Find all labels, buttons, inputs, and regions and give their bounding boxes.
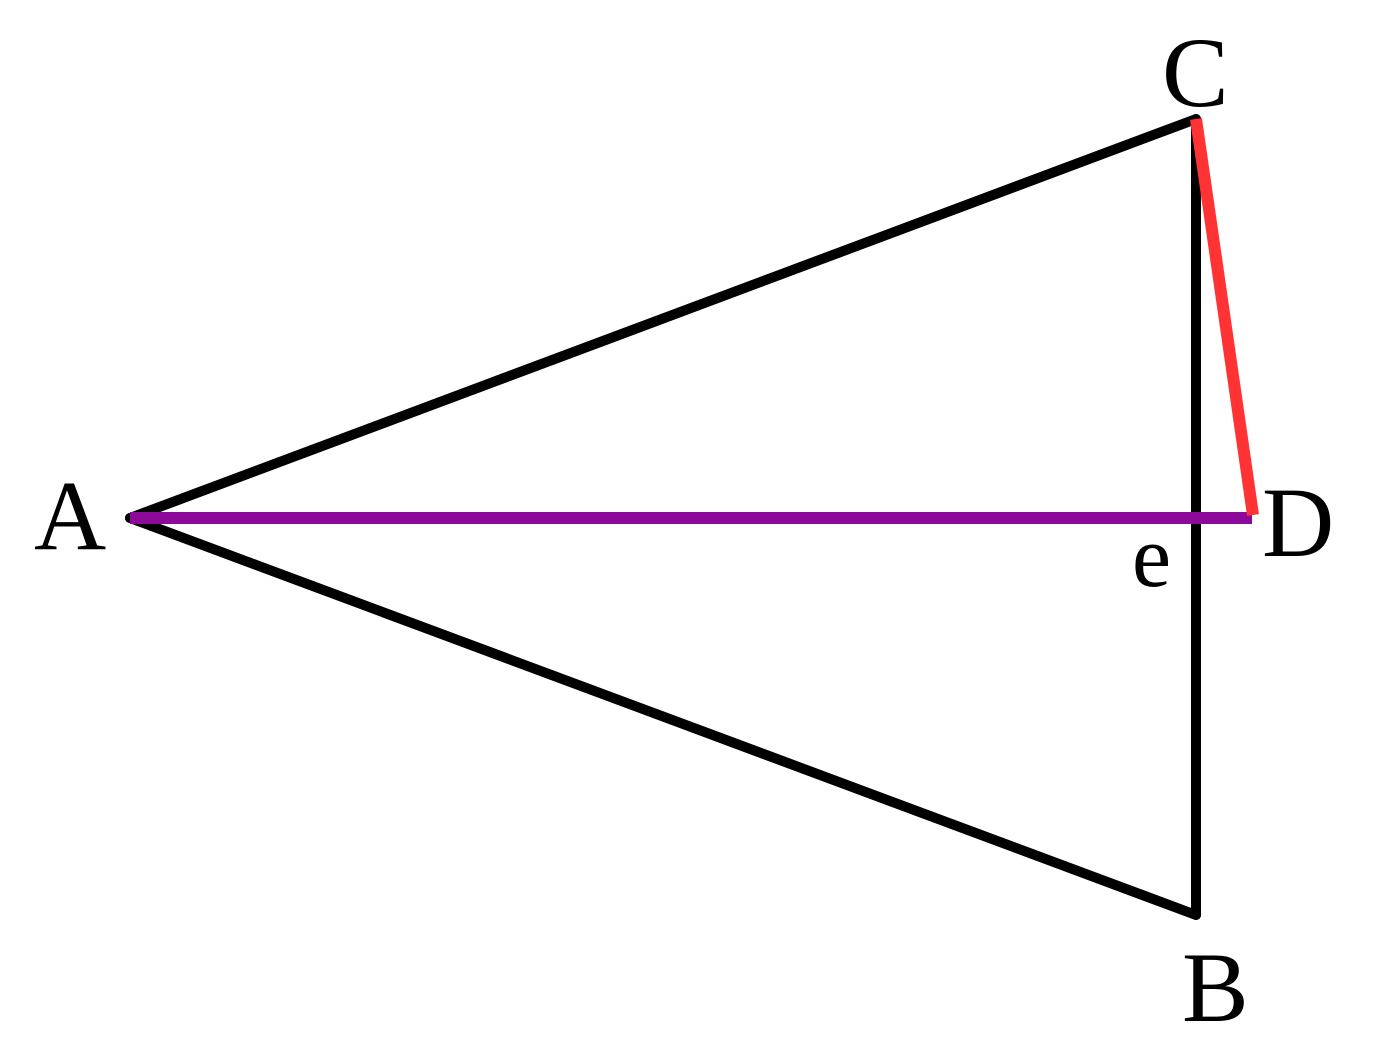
segment-cd <box>1190 118 1259 516</box>
label-c: C <box>1162 17 1229 128</box>
label-e: e <box>1132 509 1171 606</box>
label-b: B <box>1182 932 1249 1043</box>
segment-ab <box>125 513 1201 920</box>
label-a: A <box>34 460 106 571</box>
segment-ac <box>125 114 1201 523</box>
label-d: D <box>1262 467 1334 578</box>
